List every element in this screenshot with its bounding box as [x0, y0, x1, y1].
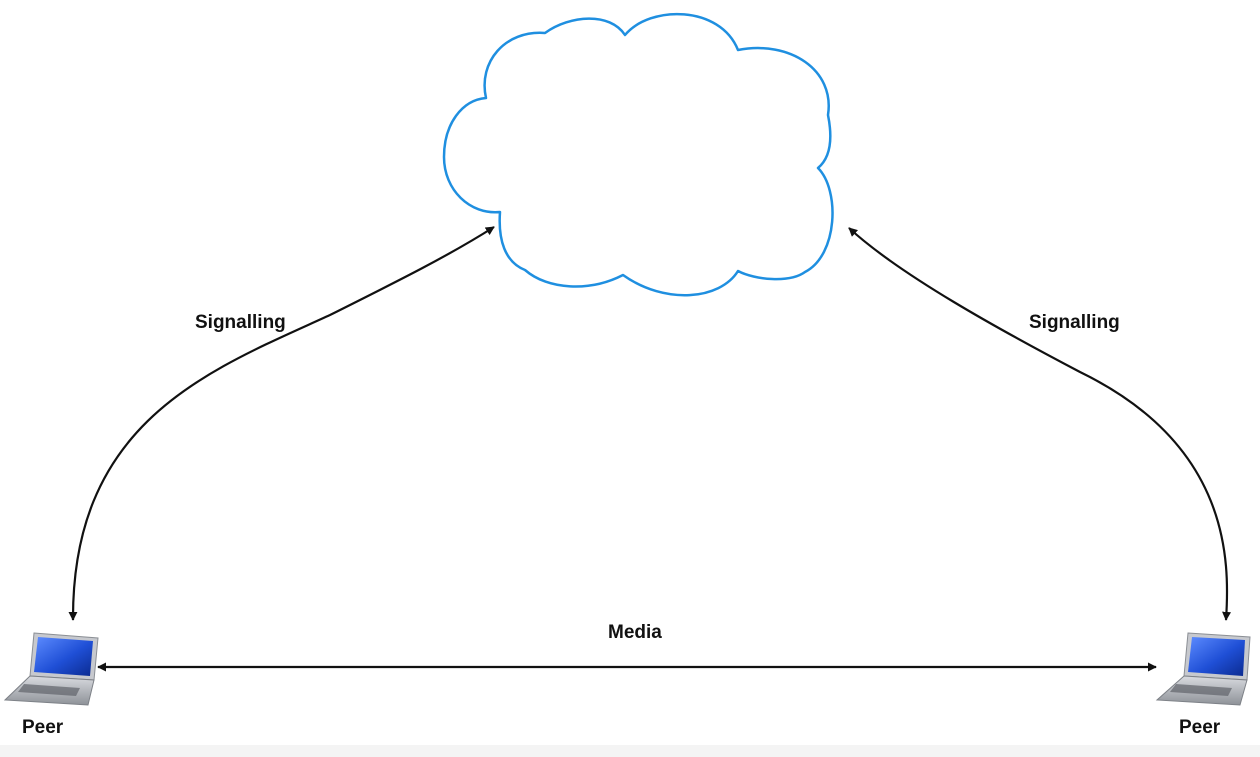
- laptop-icon: [1155, 632, 1251, 706]
- peer-label-left: Peer: [22, 717, 64, 738]
- peer-label-right: Peer: [1179, 717, 1221, 738]
- signalling-arrow-right: [848, 227, 1232, 621]
- signalling-arrow-left: [68, 226, 495, 621]
- bottom-strip: [0, 745, 1260, 757]
- cloud-icon: [442, 12, 834, 297]
- laptop-icon: [3, 632, 99, 706]
- media-label: Media: [608, 622, 662, 643]
- signalling-label-left: Signalling: [195, 312, 286, 333]
- signalling-label-right: Signalling: [1029, 312, 1120, 333]
